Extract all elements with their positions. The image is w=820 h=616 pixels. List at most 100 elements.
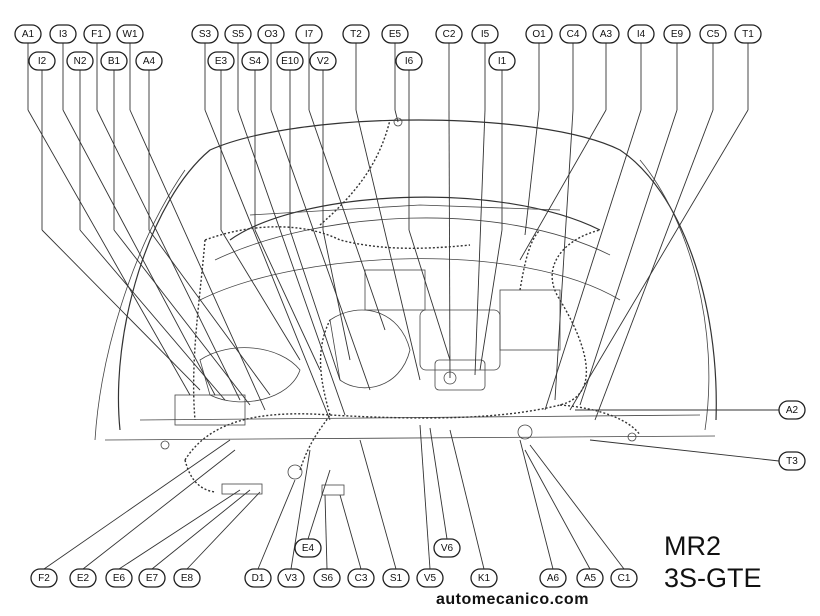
callout-e7: E7	[138, 568, 166, 588]
callout-i6: I6	[395, 51, 423, 71]
callout-bubble	[395, 51, 423, 71]
callout-n2: N2	[66, 51, 94, 71]
callout-a1: A1	[14, 24, 42, 44]
callout-bubble	[592, 24, 620, 44]
callout-t3: T3	[778, 451, 806, 471]
callout-bubble	[100, 51, 128, 71]
callout-bubble	[627, 24, 655, 44]
callout-bubble	[294, 538, 322, 558]
callout-bubble	[539, 568, 567, 588]
callout-bubble	[28, 51, 56, 71]
callout-a2: A2	[778, 400, 806, 420]
leader-lines	[27, 43, 780, 570]
leader-a4	[148, 229, 271, 396]
callout-d1: D1	[244, 568, 272, 588]
callout-text: E6	[113, 573, 126, 584]
engine-bay-illustration	[94, 117, 717, 496]
callout-k1: K1	[470, 568, 498, 588]
callout-a3: A3	[592, 24, 620, 44]
callout-o3: O3	[257, 24, 285, 44]
callout-text: I3	[59, 29, 68, 40]
leader-s6	[324, 494, 328, 570]
callout-text: V3	[285, 573, 298, 584]
callout-bubble	[488, 51, 516, 71]
leader-s3	[204, 109, 331, 421]
callout-bubble	[49, 24, 77, 44]
callout-text: I6	[405, 56, 414, 67]
callout-bubble	[778, 451, 806, 471]
callout-text: A6	[547, 573, 560, 584]
leader-s5	[237, 109, 346, 416]
callout-s6: S6	[313, 568, 341, 588]
callout-text: B1	[108, 56, 121, 67]
callout-text: S5	[232, 29, 245, 40]
callout-text: I2	[38, 56, 47, 67]
callout-bubble	[382, 568, 410, 588]
callout-c2: C2	[435, 24, 463, 44]
callout-e10: E10	[276, 51, 304, 71]
callout-text: C1	[618, 573, 631, 584]
callout-text: O3	[264, 29, 278, 40]
callout-text: T2	[350, 29, 362, 40]
callout-text: E8	[181, 573, 194, 584]
callout-bubble	[525, 24, 553, 44]
callout-bubble	[69, 568, 97, 588]
leader-i7	[308, 109, 386, 331]
callout-text: E10	[281, 56, 299, 67]
callout-f2: F2	[30, 568, 58, 588]
callout-text: I4	[637, 29, 646, 40]
leader-e9	[579, 109, 678, 406]
callout-bubble	[734, 24, 762, 44]
model-name: MR2	[664, 531, 722, 561]
callout-bubble	[105, 568, 133, 588]
callout-bubble	[66, 51, 94, 71]
callout-text: E4	[302, 543, 315, 554]
callout-text: S6	[321, 573, 334, 584]
leader-v2	[322, 229, 351, 361]
callout-text: A2	[786, 405, 799, 416]
callout-c5: C5	[699, 24, 727, 44]
callout-e6: E6	[105, 568, 133, 588]
callout-text: I7	[305, 29, 314, 40]
callout-bubble	[207, 51, 235, 71]
callout-text: E3	[215, 56, 228, 67]
callout-e9: E9	[663, 24, 691, 44]
callout-v2: V2	[309, 51, 337, 71]
callout-text: S4	[249, 56, 262, 67]
callout-text: E9	[671, 29, 684, 40]
callout-bubble	[778, 400, 806, 420]
callout-bubble	[699, 24, 727, 44]
callout-bubble	[277, 568, 305, 588]
callout-text: E5	[389, 29, 402, 40]
callout-a6: A6	[539, 568, 567, 588]
callout-text: A5	[584, 573, 597, 584]
leader-c5	[594, 109, 714, 421]
callout-text: D1	[252, 573, 265, 584]
callout-i1: I1	[488, 51, 516, 71]
callout-text: O1	[532, 29, 546, 40]
callout-v5: V5	[416, 568, 444, 588]
callout-text: C5	[707, 29, 720, 40]
callout-bubble	[610, 568, 638, 588]
callout-bubble	[576, 568, 604, 588]
leader-e6	[118, 489, 241, 570]
leader-n2	[79, 229, 226, 401]
callout-b1: B1	[100, 51, 128, 71]
callout-bubble	[470, 568, 498, 588]
leader-e8	[186, 491, 261, 570]
callout-text: C4	[567, 29, 580, 40]
leader-f2	[43, 439, 231, 570]
leader-w1	[129, 109, 266, 411]
callout-text: C2	[443, 29, 456, 40]
callout-bubble	[416, 568, 444, 588]
leader-t3	[589, 439, 780, 462]
leader-c2	[448, 109, 451, 379]
callout-e5: E5	[381, 24, 409, 44]
callout-t2: T2	[342, 24, 370, 44]
callout-bubble	[559, 24, 587, 44]
callout-text: W1	[123, 29, 138, 40]
callout-f1: F1	[83, 24, 111, 44]
model-title: MR2 3S-GTE	[664, 530, 762, 594]
callout-bubble	[347, 568, 375, 588]
leader-i6	[408, 229, 451, 361]
